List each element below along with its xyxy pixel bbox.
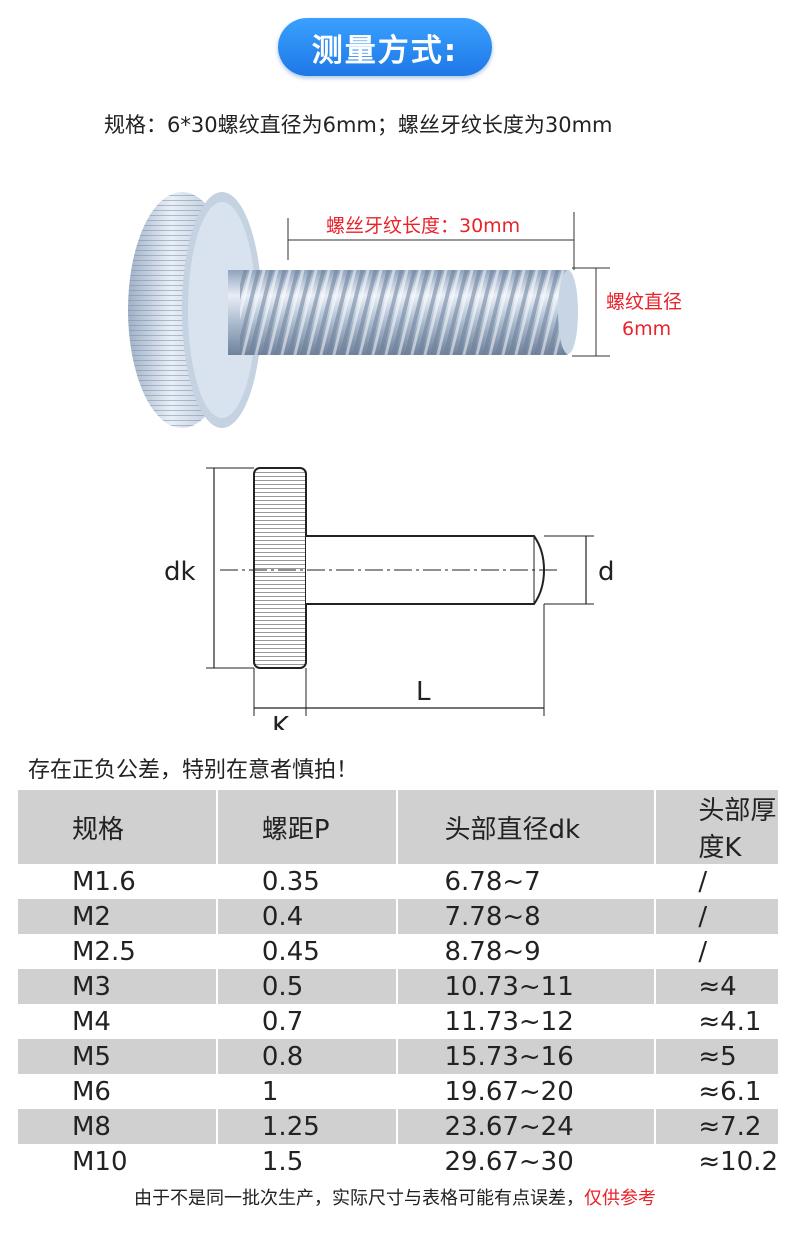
- dk-label: dk: [164, 557, 196, 587]
- table-cell: ≈7.2: [654, 1109, 778, 1144]
- table-cell: 1.25: [215, 1109, 398, 1144]
- table-cell: 0.45: [215, 934, 398, 969]
- table-cell: 0.7: [215, 1004, 398, 1039]
- technical-drawing: dk d L K: [164, 467, 615, 730]
- table-header: 头部厚度K: [654, 790, 778, 864]
- page-title: 测量方式:: [311, 32, 459, 69]
- l-label: L: [416, 677, 431, 707]
- table-header: 头部直径dk: [396, 790, 656, 864]
- table-cell: 1.5: [215, 1144, 398, 1179]
- table-cell: 1: [215, 1074, 398, 1109]
- table-row: M8 1.25 23.67~24 ≈7.2: [18, 1109, 778, 1144]
- table-cell: 29.67~30: [396, 1144, 656, 1179]
- table-row: M2.5 0.45 8.78~9 /: [18, 934, 778, 969]
- table-cell: /: [654, 899, 778, 934]
- table-row: M4 0.7 11.73~12 ≈4.1: [18, 1004, 778, 1039]
- table-cell: 15.73~16: [396, 1039, 656, 1074]
- table-header: 规格: [72, 814, 125, 845]
- table-cell: M3: [72, 971, 111, 1002]
- d-label: d: [598, 557, 615, 587]
- table-cell: 0.35: [215, 864, 398, 899]
- table-cell: /: [654, 864, 778, 899]
- table-header: 螺距P: [215, 790, 398, 864]
- table-cell: 23.67~24: [396, 1109, 656, 1144]
- footer-highlight: 仅供参考: [584, 1188, 656, 1209]
- table-row: M1.6 0.35 6.78~7 /: [18, 864, 778, 899]
- table-cell: /: [654, 934, 778, 969]
- thread-diameter-value: 6mm: [622, 318, 672, 340]
- table-cell: 6.78~7: [396, 864, 656, 899]
- screw-photo: [128, 192, 610, 428]
- table-row: M2 0.4 7.78~8 /: [18, 899, 778, 934]
- table-cell: ≈4: [654, 969, 778, 1004]
- table-cell: M2.5: [72, 936, 136, 967]
- table-row: M3 0.5 10.73~11 ≈4: [18, 969, 778, 1004]
- table-cell: 0.4: [215, 899, 398, 934]
- table-cell: M2: [72, 901, 111, 932]
- table-cell: ≈5: [654, 1039, 778, 1074]
- thread-length-label: 螺丝牙纹长度：30mm: [326, 215, 521, 237]
- table-row: M6 1 19.67~20 ≈6.1: [18, 1074, 778, 1109]
- table-cell: 0.5: [215, 969, 398, 1004]
- table-cell: M8: [72, 1111, 111, 1142]
- table-cell: 7.78~8: [396, 899, 656, 934]
- table-cell: 10.73~11: [396, 969, 656, 1004]
- tolerance-note: 存在正负公差，特别在意者慎拍！: [28, 758, 359, 783]
- table-cell: M10: [72, 1146, 128, 1177]
- table-cell: ≈4.1: [654, 1004, 778, 1039]
- table-cell: M5: [72, 1041, 111, 1072]
- table-cell: ≈6.1: [654, 1074, 778, 1109]
- table-row: M10 1.5 29.67~30 ≈10.2: [18, 1144, 778, 1179]
- table-cell: 8.78~9: [396, 934, 656, 969]
- table-cell: M4: [72, 1006, 111, 1037]
- k-label: K: [272, 712, 290, 730]
- footer-note: 由于不是同一批次生产，实际尺寸与表格可能有点误差，仅供参考: [0, 1184, 790, 1210]
- table-cell: 0.8: [215, 1039, 398, 1074]
- table-cell: M6: [72, 1076, 111, 1107]
- table-cell: ≈10.2: [654, 1144, 778, 1179]
- footer-text: 由于不是同一批次生产，实际尺寸与表格可能有点误差，: [134, 1188, 584, 1209]
- table-header-row: 规格 螺距P 头部直径dk 头部厚度K: [18, 790, 778, 864]
- title-banner: 测量方式:: [278, 18, 492, 76]
- table-cell: M1.6: [72, 866, 136, 897]
- table-row: M5 0.8 15.73~16 ≈5: [18, 1039, 778, 1074]
- spec-description: 规格：6*30螺纹直径为6mm；螺丝牙纹长度为30mm: [104, 113, 613, 137]
- table-cell: 11.73~12: [396, 1004, 656, 1039]
- table-cell: 19.67~20: [396, 1074, 656, 1109]
- thread-diameter-label: 螺纹直径: [606, 291, 683, 313]
- spec-table: 规格 螺距P 头部直径dk 头部厚度K M1.6 0.35 6.78~7 / M…: [18, 790, 778, 1179]
